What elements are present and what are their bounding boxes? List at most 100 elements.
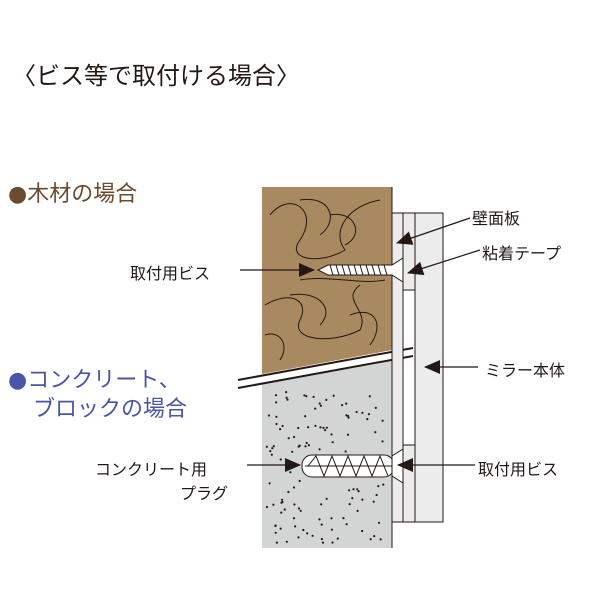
aggregate-dot <box>285 540 288 543</box>
aggregate-dot <box>291 450 294 453</box>
label-adhesive-tape: 粘着テープ <box>482 244 562 263</box>
aggregate-dot <box>336 537 339 540</box>
aggregate-dot <box>285 391 288 394</box>
aggregate-dot <box>297 536 300 539</box>
aggregate-dot <box>356 509 359 512</box>
aggregate-dot <box>265 445 268 448</box>
aggregate-dot <box>274 524 277 528</box>
aggregate-dot <box>298 444 301 447</box>
aggregate-dot <box>342 517 345 520</box>
aggregate-dot <box>275 401 278 404</box>
adhesive-tape-top <box>402 212 416 291</box>
aggregate-dot <box>373 535 376 538</box>
label-wall-panel: 壁面板 <box>472 209 521 228</box>
aggregate-dot <box>369 538 372 541</box>
aggregate-dot <box>292 486 296 489</box>
aggregate-dot <box>356 488 359 491</box>
aggregate-dot <box>321 541 325 544</box>
aggregate-dot <box>269 450 272 453</box>
wood-heading: ●木材の場合 <box>8 176 137 208</box>
aggregate-dot <box>355 410 358 414</box>
aggregate-dot <box>374 431 377 434</box>
aggregate-dot <box>366 418 369 421</box>
aggregate-dot <box>345 402 348 405</box>
aggregate-dot <box>303 394 306 397</box>
aggregate-dot <box>307 426 310 429</box>
concrete-aggregate <box>265 391 385 544</box>
aggregate-dot <box>304 415 307 418</box>
wood-block <box>262 187 392 374</box>
aggregate-dot <box>325 497 328 500</box>
aggregate-dot <box>352 488 355 491</box>
aggregate-dot <box>351 497 354 500</box>
aggregate-dot <box>378 521 381 524</box>
aggregate-dot <box>367 413 370 416</box>
aggregate-dot <box>330 517 333 520</box>
label-plug-line2: プラグ <box>180 484 229 503</box>
aggregate-dot <box>361 529 364 533</box>
aggregate-dot <box>319 426 322 429</box>
aggregate-dot <box>341 404 344 407</box>
wall-panel <box>391 212 404 523</box>
aggregate-dot <box>374 406 377 409</box>
break-gap <box>238 348 413 388</box>
aggregate-dot <box>344 450 347 453</box>
label-mirror-body: ミラー本体 <box>485 361 566 380</box>
aggregate-dot <box>292 517 296 520</box>
aggregate-dot <box>305 395 308 398</box>
aggregate-dot <box>289 471 292 474</box>
label-plug-line1: コンクリート用 <box>95 460 208 479</box>
aggregate-dot <box>272 445 275 448</box>
bullet-icon: ● <box>8 182 28 207</box>
aggregate-dot <box>318 518 321 521</box>
aggregate-dot <box>345 523 348 526</box>
aggregate-dot <box>285 396 288 399</box>
leader-lines <box>240 217 481 472</box>
concrete-block <box>262 360 392 548</box>
aggregate-dot <box>375 493 378 497</box>
aggregate-dot <box>372 500 375 503</box>
aggregate-dot <box>318 448 321 451</box>
aggregate-dot <box>331 441 334 444</box>
break-line <box>237 347 414 381</box>
aggregate-dot <box>280 511 283 514</box>
concrete-heading-text: コンクリート、 <box>27 368 181 393</box>
aggregate-dot <box>381 440 384 443</box>
aggregate-dot <box>274 531 277 534</box>
aggregate-dot <box>330 528 333 531</box>
aggregate-dot <box>281 500 284 504</box>
concrete-heading: ●コンクリート、 <box>8 362 181 394</box>
break-line <box>237 355 414 389</box>
aggregate-dot <box>304 445 307 448</box>
aggregate-dot <box>298 479 301 483</box>
page-title: 〈ビス等で取付ける場合〉 <box>12 62 300 90</box>
aggregate-dot <box>319 404 322 407</box>
aggregate-dot <box>272 503 275 506</box>
aggregate-dot <box>287 490 290 494</box>
aggregate-dot <box>279 428 282 431</box>
aggregate-dot <box>357 490 360 493</box>
aggregate-dot <box>318 402 321 405</box>
aggregate-dot <box>381 419 384 422</box>
aggregate-dot <box>361 498 364 501</box>
wood-grain <box>264 198 386 361</box>
aggregate-dot <box>322 426 325 429</box>
label-screw-right: 取付用ビス <box>478 460 559 479</box>
aggregate-dot <box>306 532 309 535</box>
aggregate-dot <box>361 411 364 414</box>
aggregate-dot <box>332 394 335 397</box>
aggregate-dot <box>270 453 273 456</box>
aggregate-dot <box>275 415 278 418</box>
aggregate-dot <box>331 541 334 544</box>
aggregate-dot <box>324 429 327 432</box>
aggregate-dot <box>283 508 286 511</box>
aggregate-dot <box>281 498 284 501</box>
aggregate-dot <box>307 444 310 447</box>
aggregate-dot <box>297 426 300 430</box>
aggregate-dot <box>325 426 328 429</box>
aggregate-dot <box>286 398 289 401</box>
aggregate-dot <box>311 534 314 537</box>
adhesive-tape-bottom <box>402 444 416 523</box>
